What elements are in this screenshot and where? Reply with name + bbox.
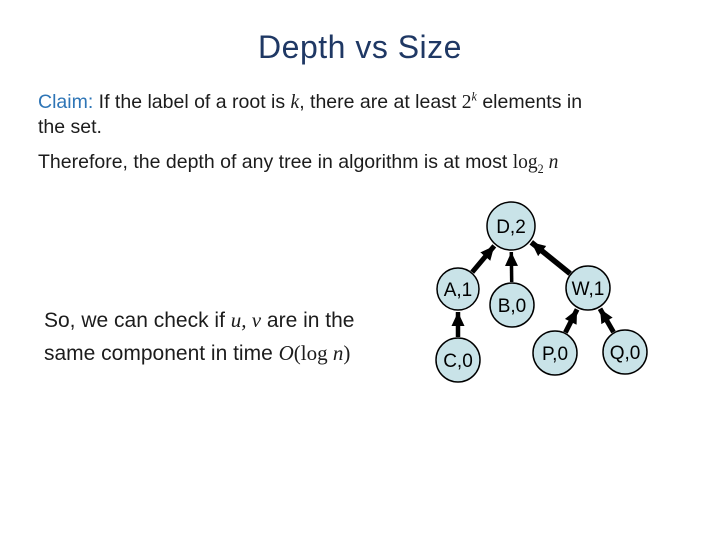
tree-node-circle [565, 265, 611, 311]
tree-node-circle [486, 201, 536, 251]
tree-node-W1: W,1 [565, 265, 611, 311]
check-text-block: So, we can check if u, v are in the same… [44, 304, 444, 370]
tree-nodes: D,2A,1B,0 W,1C,0 P,0 Q,0 [435, 201, 648, 383]
tree-node-label: A,1 [444, 280, 473, 301]
tree-node-circle [532, 330, 578, 376]
tree-node-circle [435, 337, 481, 383]
tree-node-circle [436, 267, 480, 311]
tree-node-label: W,1 [572, 279, 605, 300]
tree-node-B0: B,0 [489, 282, 535, 328]
tree-node-label: B,0 [498, 296, 527, 317]
math-two: 2 [461, 92, 472, 113]
math-n: n [332, 341, 344, 365]
tree-node-circle [489, 282, 535, 328]
claim-label: Claim: [38, 91, 94, 113]
tree-node-circle [602, 329, 648, 375]
math-k: k [290, 92, 300, 113]
check-line-2: same component in time O(log n) [44, 341, 351, 365]
tree-node-label: P,0 [542, 344, 568, 365]
math-u-v: u, v [230, 308, 262, 332]
tree-node-C0: C,0 [435, 337, 481, 383]
tree-node-label: C,0 [443, 351, 473, 372]
tree-edge-P0-to-W1 [563, 308, 580, 334]
tree-edges [451, 240, 616, 337]
math-sub-2: 2 [537, 161, 544, 176]
tree-node-P0: P,0 [532, 330, 578, 376]
page-title: Depth vs Size [258, 29, 462, 65]
claim-line-2: the set. [38, 116, 102, 138]
check-line-1: So, we can check if u, v are in the [44, 308, 355, 332]
tree-node-A1: A,1 [436, 267, 480, 311]
tree-edge-A1-to-D2 [470, 244, 497, 274]
claim-paragraph: Claim: If the label of a root is k, ther… [38, 90, 698, 140]
math-log-paren: (log [293, 341, 333, 365]
tree-node-label: Q,0 [610, 343, 641, 364]
tree-node-D2: D,2 [486, 201, 536, 251]
math-n: n [543, 152, 559, 173]
math-O: O [278, 341, 294, 365]
tree-node-label: D,2 [496, 217, 526, 238]
tree-edge-W1-to-D2 [529, 240, 572, 276]
math-close-paren: ) [343, 341, 351, 365]
math-log: log [512, 152, 538, 173]
therefore-paragraph: Therefore, the depth of any tree in algo… [38, 151, 559, 176]
claim-line-1: Claim: If the label of a root is k, ther… [38, 89, 583, 113]
tree-node-Q0: Q,0 [602, 329, 648, 375]
math-sup-k: k [471, 89, 477, 104]
claim-text-block: Claim: If the label of a root is k, ther… [38, 90, 698, 175]
tree-edge-Q0-to-W1 [597, 307, 616, 334]
